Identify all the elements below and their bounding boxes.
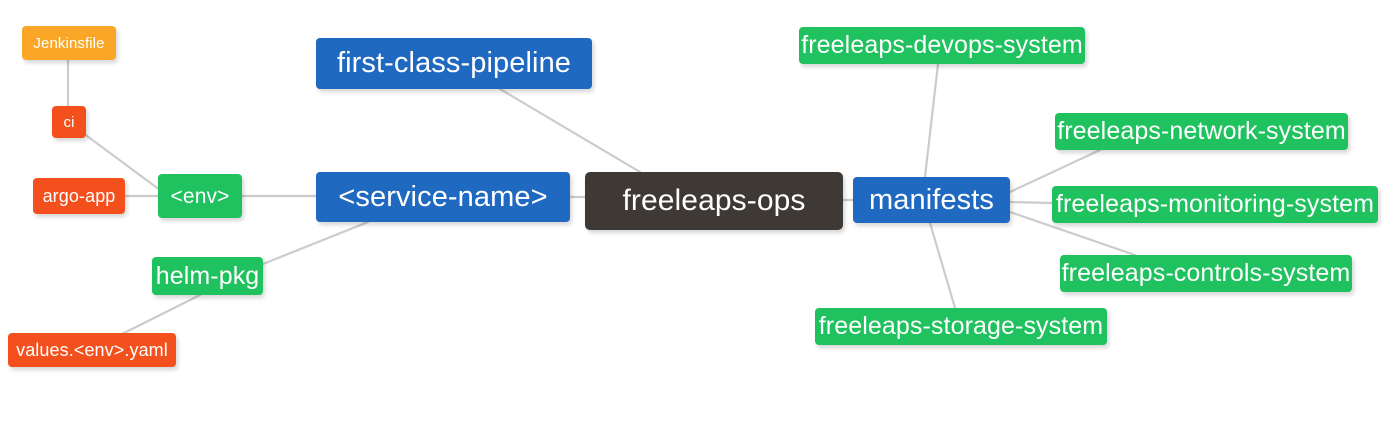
- node-jenkinsfile-label: Jenkinsfile: [33, 34, 105, 52]
- edge-manifests-devops: [923, 62, 940, 179]
- edge-manifests-monitoring: [1008, 200, 1054, 205]
- node-service-name-label: <service-name>: [338, 180, 548, 213]
- node-ci[interactable]: ci: [52, 106, 86, 138]
- node-freeleaps-monitoring-system-label: freeleaps-monitoring-system: [1055, 190, 1375, 218]
- node-jenkinsfile[interactable]: Jenkinsfile: [22, 26, 116, 60]
- node-root-label: freeleaps-ops: [622, 184, 806, 217]
- node-freeleaps-network-system[interactable]: freeleaps-network-system: [1055, 113, 1348, 150]
- node-freeleaps-storage-system-label: freeleaps-storage-system: [818, 312, 1104, 340]
- edge-helmpkg-servicename: [261, 220, 370, 266]
- node-freeleaps-controls-system[interactable]: freeleaps-controls-system: [1060, 255, 1352, 292]
- node-freeleaps-network-system-label: freeleaps-network-system: [1057, 117, 1346, 145]
- node-argo-app[interactable]: argo-app: [33, 178, 125, 214]
- edge-pipeline-root: [498, 87, 642, 174]
- node-env[interactable]: <env>: [158, 174, 242, 218]
- edge-manifests-storage: [928, 221, 957, 310]
- node-helm-pkg-label: helm-pkg: [155, 261, 260, 290]
- node-freeleaps-storage-system[interactable]: freeleaps-storage-system: [815, 308, 1107, 345]
- node-root-freeleaps-ops[interactable]: freeleaps-ops: [585, 172, 843, 230]
- node-helm-pkg[interactable]: helm-pkg: [152, 257, 263, 295]
- node-first-class-pipeline[interactable]: first-class-pipeline: [316, 38, 592, 89]
- node-freeleaps-monitoring-system[interactable]: freeleaps-monitoring-system: [1052, 186, 1378, 223]
- node-argo-app-label: argo-app: [42, 186, 116, 206]
- node-ci-label: ci: [63, 113, 75, 131]
- node-service-name[interactable]: <service-name>: [316, 172, 570, 222]
- node-values-yaml[interactable]: values.<env>.yaml: [8, 333, 176, 367]
- node-manifests-label: manifests: [869, 183, 994, 216]
- edge-valuesyaml-helmpkg: [118, 293, 202, 337]
- node-manifests[interactable]: manifests: [853, 177, 1010, 223]
- node-freeleaps-controls-system-label: freeleaps-controls-system: [1061, 259, 1351, 287]
- node-freeleaps-devops-system[interactable]: freeleaps-devops-system: [799, 27, 1085, 64]
- node-freeleaps-devops-system-label: freeleaps-devops-system: [801, 31, 1083, 59]
- node-values-yaml-label: values.<env>.yaml: [16, 340, 168, 360]
- node-first-class-pipeline-label: first-class-pipeline: [336, 47, 572, 79]
- node-env-label: <env>: [170, 184, 230, 208]
